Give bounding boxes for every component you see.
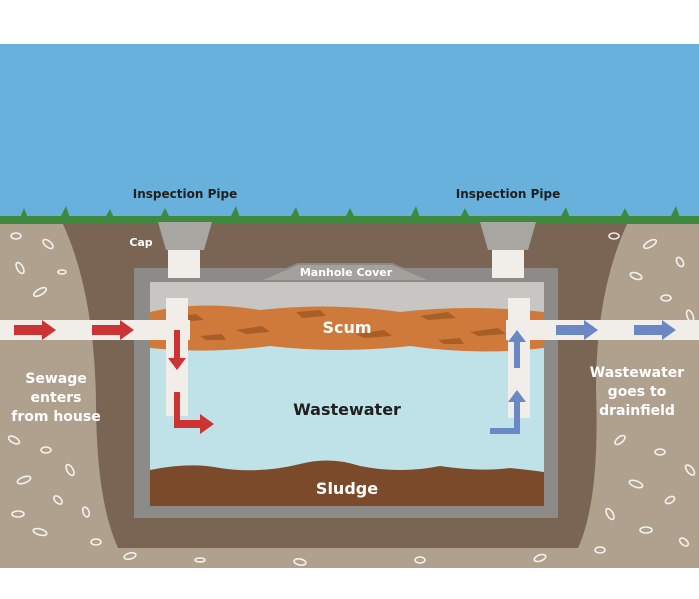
pebbles <box>7 232 696 566</box>
wastewater-goes-line2: goes to <box>608 384 667 400</box>
cap-label: Cap <box>129 236 152 249</box>
cap-right <box>480 222 536 250</box>
grass-tufts <box>20 206 680 218</box>
outflow-arrows <box>490 320 676 434</box>
scum-texture <box>170 310 506 344</box>
sewage-enters-line1: Sewage <box>25 371 86 387</box>
grass-line <box>0 216 699 224</box>
sky <box>0 44 699 222</box>
sewage-enters-line2: enters <box>31 390 82 406</box>
scum-label: Scum <box>322 318 371 337</box>
sewage-enters-line3: from house <box>11 409 100 425</box>
inflow-arrows <box>14 320 214 434</box>
manhole-cover <box>257 263 433 282</box>
wastewater-goes-line3: drainfield <box>599 403 675 419</box>
cap-left <box>158 222 212 250</box>
sludge-label: Sludge <box>316 479 378 498</box>
inspection-pipe-left-label: Inspection Pipe <box>133 187 237 201</box>
manhole-cover-label: Manhole Cover <box>300 266 393 279</box>
sludge-layer <box>150 460 544 506</box>
wastewater-goes-line1: Wastewater <box>590 365 684 381</box>
inspection-pipe-right-label: Inspection Pipe <box>456 187 560 201</box>
wastewater-label: Wastewater <box>293 400 401 419</box>
